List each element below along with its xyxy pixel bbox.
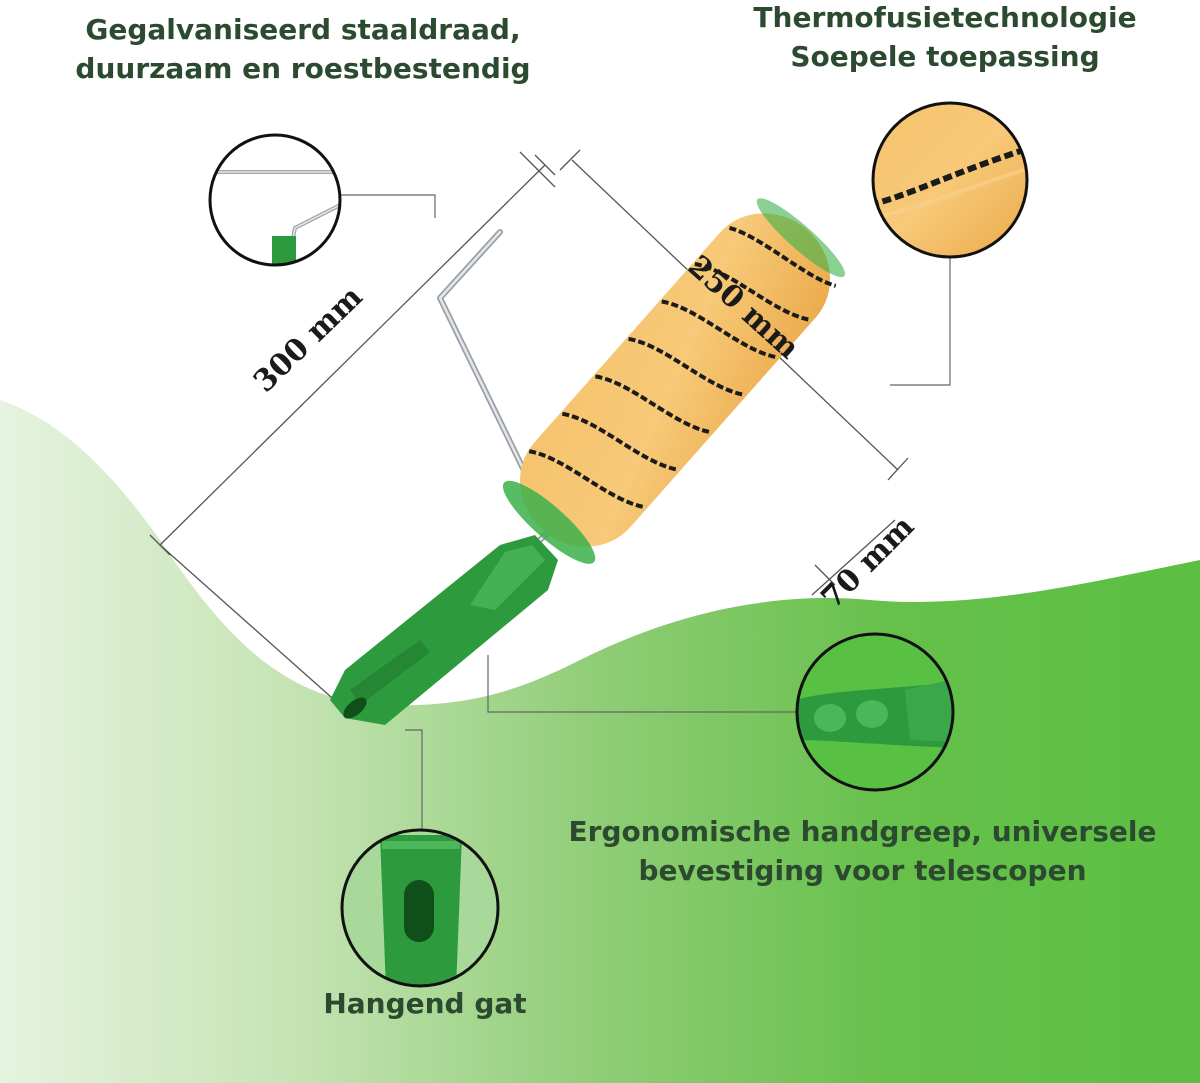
hole-caption-line-1: Hangend gat (323, 987, 527, 1020)
roller (502, 198, 846, 564)
handle-caption-line-2: bevestiging voor telescopen (638, 854, 1087, 888)
wire-detail-zoom-icon (208, 133, 342, 267)
grip-detail-zoom-icon (795, 632, 955, 792)
thermo-caption: Thermofusietechnologie Soepele toepassin… (730, 0, 1160, 76)
thermo-caption-line-1: Thermofusietechnologie (753, 1, 1137, 34)
hole-caption: Hangend gat (300, 984, 550, 1023)
thermo-caption-line-2: Soepele toepassing (790, 40, 1100, 74)
wire-caption-line-2: duurzaam en roestbestendig (75, 52, 531, 86)
hanging-hole-zoom-icon (340, 828, 500, 988)
fabric-detail-zoom-icon (871, 101, 1029, 259)
handle-caption-line-1: Ergonomische handgreep, universele (568, 815, 1157, 848)
handle-caption: Ergonomische handgreep, universele beves… (540, 812, 1185, 890)
wire-caption-line-1: Gegalvaniseerd staaldraad, (85, 13, 521, 46)
callout-lines (340, 194, 951, 832)
wire-caption: Gegalvaniseerd staaldraad, duurzaam en r… (58, 10, 548, 88)
roller-stripes (528, 225, 837, 510)
handle (330, 535, 558, 725)
